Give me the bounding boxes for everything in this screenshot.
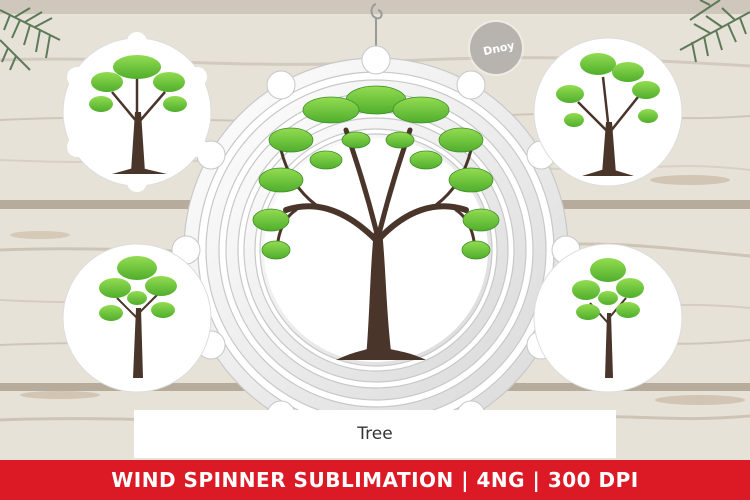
brand-logo-text: Dnoy [482, 38, 516, 58]
pine-branch-left-icon [0, 7, 61, 71]
tree-disc-bottom-right [533, 243, 683, 393]
caption-box: Tree [134, 410, 616, 458]
wind-spinner-center [171, 45, 581, 455]
tree-disc-top-left [62, 32, 212, 192]
title-banner: WIND SPINNER SUBLIMATION | 4NG | 300 DPI [0, 460, 750, 500]
banner-text: WIND SPINNER SUBLIMATION | 4NG | 300 DPI [111, 468, 639, 492]
large-tree-icon [252, 85, 500, 360]
pine-branch-right-icon [679, 0, 750, 63]
tree-disc-top-right [533, 37, 683, 187]
brand-logo: Dnoy [470, 22, 522, 74]
caption-text: Tree [357, 424, 393, 444]
tree-disc-bottom-left [62, 243, 212, 393]
